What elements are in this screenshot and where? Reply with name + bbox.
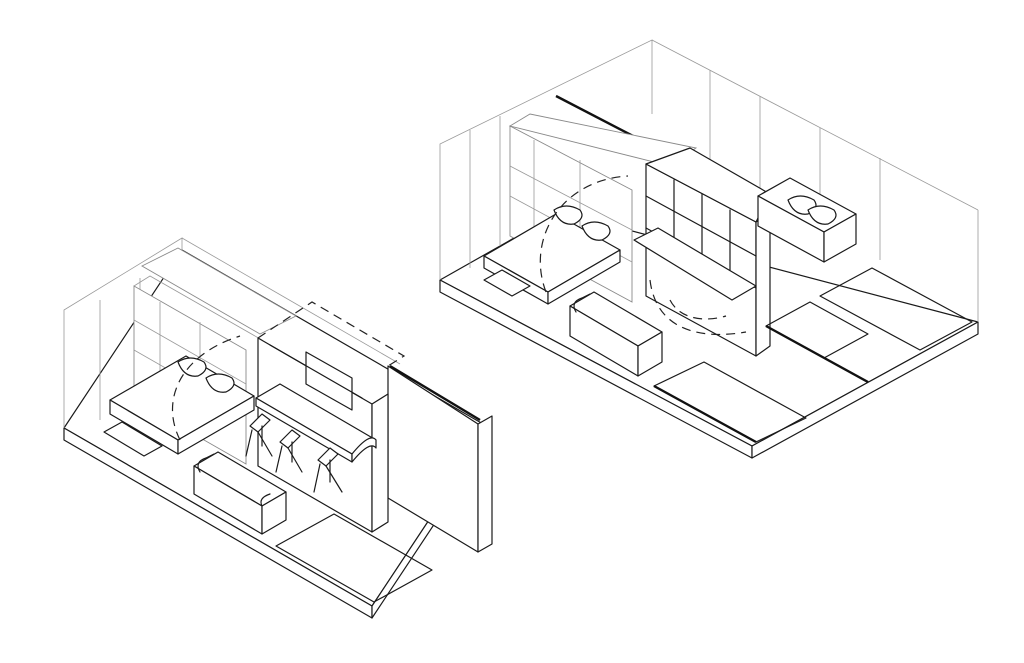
left-wall-bed (103, 335, 255, 457)
left-dining-counter (255, 383, 377, 463)
chair-1 (245, 413, 273, 457)
desk-shelf (633, 227, 757, 301)
cushion-2 (807, 205, 837, 225)
bed-drawer (483, 269, 531, 297)
chair-2 (275, 429, 303, 473)
right-wall-bed (483, 175, 629, 305)
left-sofa (193, 451, 287, 535)
left-dining-chairs (245, 413, 343, 493)
right-front-sofa (569, 291, 663, 377)
right-floor-zones (653, 267, 973, 444)
chair-3 (313, 447, 343, 493)
bed-drawer (103, 421, 163, 457)
right-bookshelf-divider (633, 147, 771, 357)
pillow-1 (177, 357, 207, 377)
tv-screen (305, 351, 353, 411)
pillow-1 (553, 205, 583, 225)
right-apartment (439, 39, 979, 459)
left-side-wall (387, 364, 493, 553)
pillow-2 (205, 373, 235, 393)
right-back-sofa (757, 177, 857, 263)
left-apartment (63, 237, 493, 619)
left-floor-rug (275, 513, 433, 603)
pillow-2 (581, 221, 611, 241)
